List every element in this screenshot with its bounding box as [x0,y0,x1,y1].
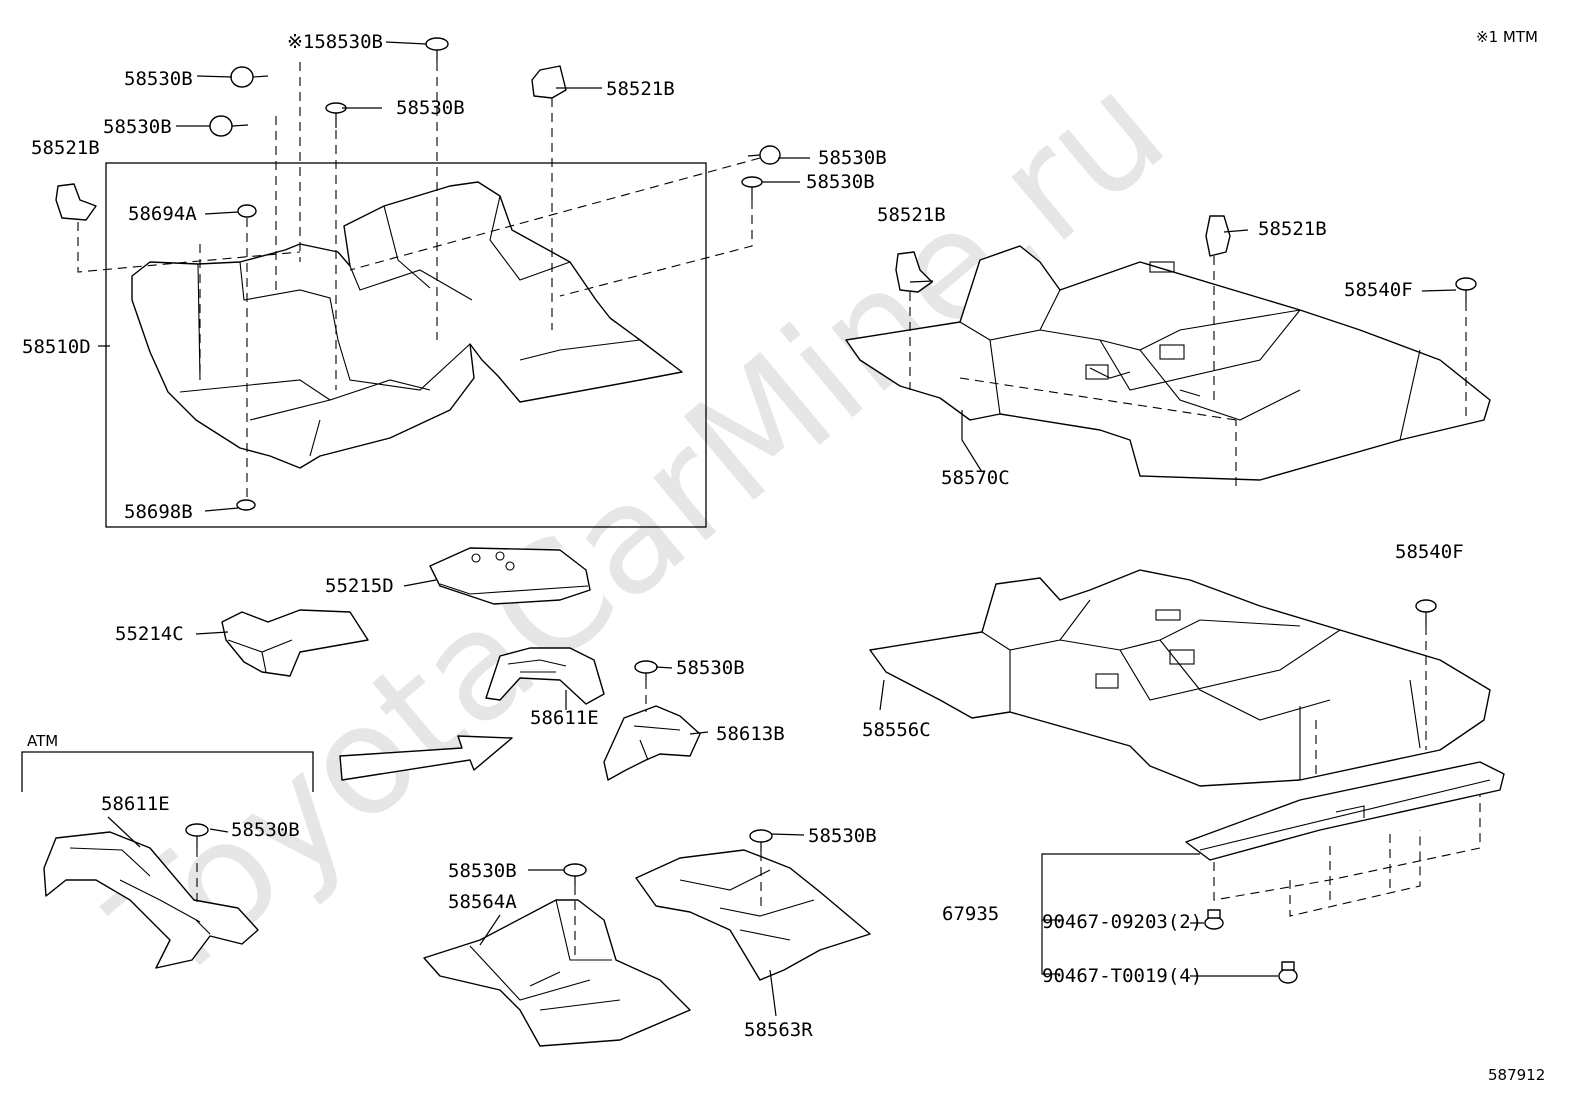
insulator-58611E-b[interactable] [43,831,259,969]
label-58613B: 58613B [716,723,785,745]
label-58530B-f: 58530B [806,171,875,193]
label-55214C: 55214C [115,623,184,645]
label-58694A: 58694A [128,203,197,225]
label-90467-09203: 90467-09203(2) [1042,911,1202,933]
clip-58540F-a[interactable] [1455,277,1477,302]
cover-55215D[interactable] [429,547,591,605]
clip-58530B-d[interactable] [325,102,347,128]
label-58698B: 58698B [124,501,193,523]
label-58570C: 58570C [941,467,1010,489]
label-58530B-d: 58530B [396,97,465,119]
insulator-58613B[interactable] [603,705,701,781]
label-58540F-a: 58540F [1344,279,1413,301]
label-55215D: 55215D [325,575,394,597]
label-58530B-a: 58530B [124,68,193,90]
label-58611E-b: 58611E [101,793,170,815]
carpet-58563R[interactable] [635,849,871,981]
label-58521B-c: 58521B [877,204,946,226]
label-58530B-j: 58530B [808,825,877,847]
cover-55214C[interactable] [221,609,369,677]
watermark: ToyotaCarMine.ru [81,42,1197,1018]
clip-58530B-j[interactable] [749,829,773,852]
label-58611E-a: 58611E [530,707,599,729]
label-58530B-b: 58530B [103,116,172,138]
diagram-id: 587912 [1488,1066,1545,1084]
footnote-mtm: ※1 MTM [1476,28,1538,46]
insulator-58611E-a[interactable] [485,647,605,705]
carpet-58556C[interactable] [869,569,1491,787]
carpet-58510D[interactable] [131,181,683,469]
label-58521B-d: 58521B [1258,218,1327,240]
bracket-58521B-a[interactable] [531,65,567,99]
clip-58530B-c[interactable] [425,37,449,62]
clip-58530B-h[interactable] [185,823,209,848]
clip-58530B-g[interactable] [634,660,658,680]
label-58564A: 58564A [448,891,517,913]
label-58530B-i: 58530B [448,860,517,882]
label-58521B-a: 58521B [606,78,675,100]
label-58521B-b: 58521B [31,137,100,159]
clip-58540F-b[interactable] [1415,599,1437,626]
step-plate-67935[interactable] [1185,761,1505,861]
label-58530B-h: 58530B [231,819,300,841]
label-58530B-e: 58530B [818,147,887,169]
label-58510D: 58510D [22,336,91,358]
frame-label-atm: ATM [27,732,58,750]
clip-58694A[interactable] [237,204,257,218]
clip-58530B-e[interactable] [747,145,781,165]
group-frame-58510D [105,162,707,528]
clip-58530B-a[interactable] [230,66,269,88]
label-58530B-g: 58530B [676,657,745,679]
clip-58698B[interactable] [236,499,256,511]
label-58556C: 58556C [862,719,931,741]
carpet-58564A[interactable] [423,899,691,1047]
clip-58530B-b[interactable] [209,115,249,137]
clip-58530B-i[interactable] [563,863,587,886]
clip-58530B-f[interactable] [741,176,763,200]
carpet-58570C[interactable] [845,245,1491,481]
label-58530B-c: ※158530B [287,31,383,53]
direction-arrow [339,735,513,781]
label-90467-T0019: 90467-T0019(4) [1042,965,1202,987]
clip-90467-T0019[interactable] [1278,961,1298,984]
bracket-58521B-d[interactable] [1205,215,1231,257]
label-67935: 67935 [942,903,999,925]
bracket-58521B-b[interactable] [55,183,97,221]
group-frame-atm [21,751,314,792]
clip-90467-09203[interactable] [1204,909,1224,930]
label-58563R: 58563R [744,1019,813,1041]
label-58540F-b: 58540F [1395,541,1464,563]
